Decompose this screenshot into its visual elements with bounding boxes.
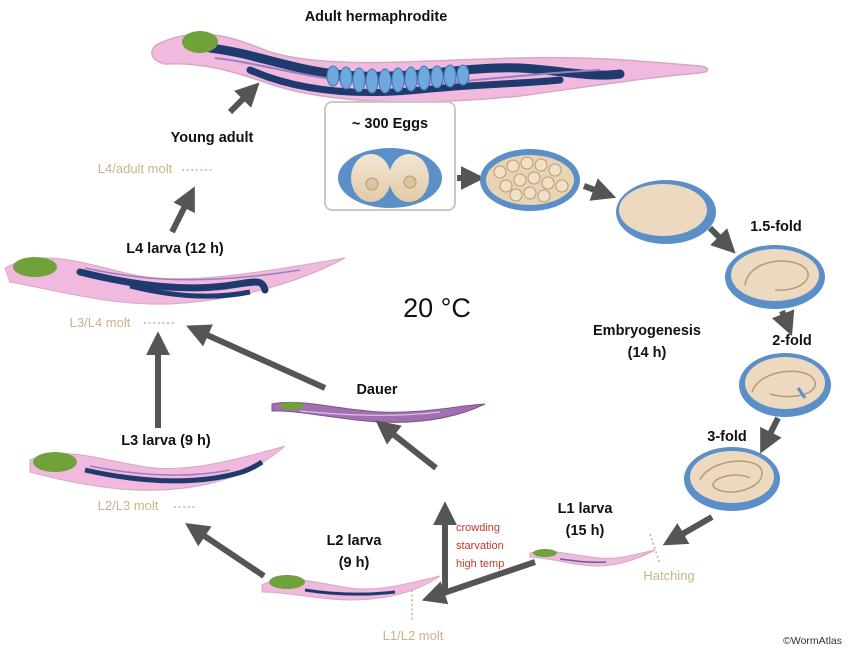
- trigger-crowding: crowding: [456, 522, 500, 534]
- l1-larva-time-label: (15 h): [566, 523, 605, 539]
- gastrula-embryo-icon: [616, 180, 716, 244]
- l4-larva-worm: [4, 257, 346, 305]
- l2-l3-molt-label: L2/L3 molt: [98, 498, 159, 513]
- l2-larva-worm: [261, 575, 441, 601]
- copyright-label: ©WormAtlas: [783, 635, 842, 647]
- fold-1-5-label: 1.5-fold: [750, 219, 802, 235]
- arrow-to-hatching: [662, 514, 714, 546]
- trigger-high-temp: high temp: [456, 558, 504, 570]
- arrow-l2-to-l3: [185, 522, 266, 579]
- arrow-to-1-5-fold: [707, 225, 736, 254]
- l1-l2-molt-label: L1/L2 molt: [383, 628, 444, 643]
- fold-3-label: 3-fold: [707, 429, 746, 445]
- arrow-morula-to-gastrula: [582, 178, 617, 201]
- two-cell-egg-icon: [338, 148, 442, 208]
- temperature-label: 20 °C: [403, 293, 471, 323]
- adult-label: Adult hermaphrodite: [305, 9, 448, 25]
- trigger-starvation: starvation: [456, 540, 504, 552]
- pharynx-icon: [182, 31, 218, 53]
- l1-larva-worm: [529, 549, 656, 567]
- adult-hermaphrodite-worm: [151, 31, 709, 103]
- l3-larva-worm: [29, 445, 286, 491]
- dauer-label: Dauer: [356, 382, 397, 398]
- arrow-to-3-fold: [760, 416, 782, 454]
- l3-l4-molt-label: L3/L4 molt: [70, 315, 131, 330]
- embryogenesis-time-label: (14 h): [628, 345, 667, 361]
- l1-larva-label: L1 larva: [558, 501, 614, 517]
- l4-adult-molt-label: L4/adult molt: [98, 161, 173, 176]
- arrow-l4-to-young: [169, 186, 195, 234]
- arrow-dauer-to-l3-l4: [186, 324, 327, 391]
- embryo-3-fold-icon: [684, 447, 780, 511]
- arrow-to-2-fold: [771, 309, 795, 337]
- embryogenesis-label: Embryogenesis: [593, 323, 701, 339]
- arrow-l1-to-l2: [421, 559, 536, 605]
- embryo-1-5-fold-icon: [725, 245, 825, 309]
- fold-2-label: 2-fold: [772, 333, 811, 349]
- l4-larva-label: L4 larva (12 h): [126, 241, 224, 257]
- hatching-dots: [649, 533, 661, 565]
- many-cell-embryo-icon: [480, 149, 580, 211]
- young-adult-label: Young adult: [171, 130, 254, 146]
- l2-larva-label: L2 larva: [327, 533, 383, 549]
- arrow-young-to-adult: [227, 82, 260, 115]
- embryo-2-fold-icon: [739, 353, 831, 417]
- dauer-larva-worm: [271, 401, 486, 423]
- l3-larva-label: L3 larva (9 h): [121, 433, 211, 449]
- arrow-branch-to-dauer: [375, 420, 438, 471]
- eggs-label: ~ 300 Eggs: [352, 116, 428, 132]
- hatching-label: Hatching: [643, 568, 694, 583]
- l2-larva-time-label: (9 h): [339, 555, 370, 571]
